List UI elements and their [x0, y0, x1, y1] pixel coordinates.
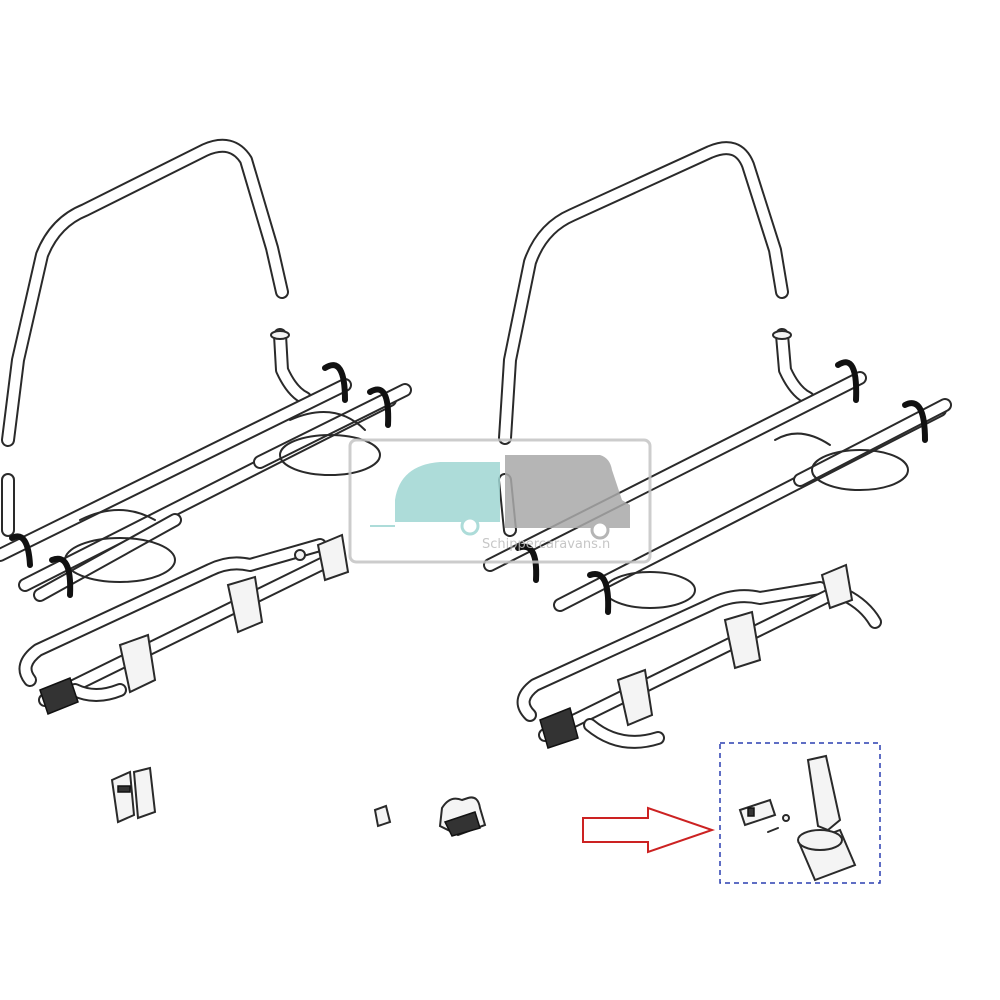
loose-strap-holder: [110, 766, 157, 824]
camper-icon: [505, 455, 630, 540]
callout-arrow-icon: [582, 806, 716, 854]
right-lower-frame: [516, 581, 882, 749]
left-lower-frame: [18, 538, 337, 707]
detail-tube-cap-icon: [797, 828, 857, 882]
detail-screw-icon: [767, 814, 790, 833]
loose-wheel-holder: [438, 796, 487, 837]
left-straps: [9, 362, 392, 598]
loose-clip: [373, 804, 392, 828]
right-hoop-frame: [498, 141, 815, 537]
watermark-text: Schippercaravans.n: [482, 537, 610, 552]
right-bike-rack-assembly: [483, 141, 952, 749]
detail-strap-icon: [806, 754, 842, 832]
left-upper-rails: [0, 378, 412, 602]
left-wheel-trays: [64, 411, 381, 583]
left-bike-rack-assembly: [0, 138, 412, 715]
watermark-logo: Schippercaravans.n: [348, 438, 652, 564]
right-clamps: [539, 563, 854, 749]
left-hoop-frame: [1, 138, 312, 537]
left-clamps: [39, 533, 350, 715]
caravan-icon: [370, 462, 500, 536]
detail-bracket-clip-icon: [738, 798, 777, 827]
right-straps: [515, 359, 928, 615]
replacement-parts-box: [719, 742, 881, 884]
